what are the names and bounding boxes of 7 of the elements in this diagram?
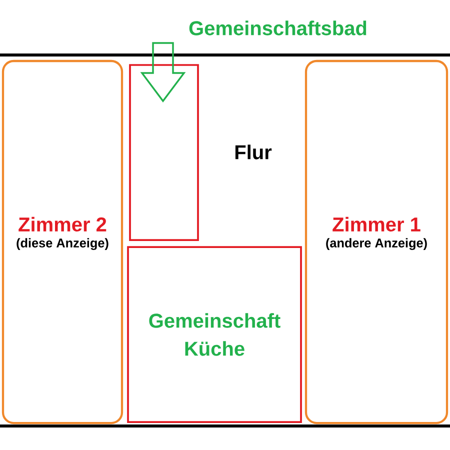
arrow (140, 42, 186, 103)
room-box: Zimmer 1 (andere Anzeige) (304, 60, 448, 424)
room-box: Gemeinschaft Küche (127, 246, 302, 423)
room-box: Zimmer 2 (diese Anzeige) (2, 60, 124, 424)
room-label: Gemeinschaftsbad (189, 20, 366, 36)
room-label: Flur (235, 144, 272, 160)
room-box (129, 64, 199, 241)
